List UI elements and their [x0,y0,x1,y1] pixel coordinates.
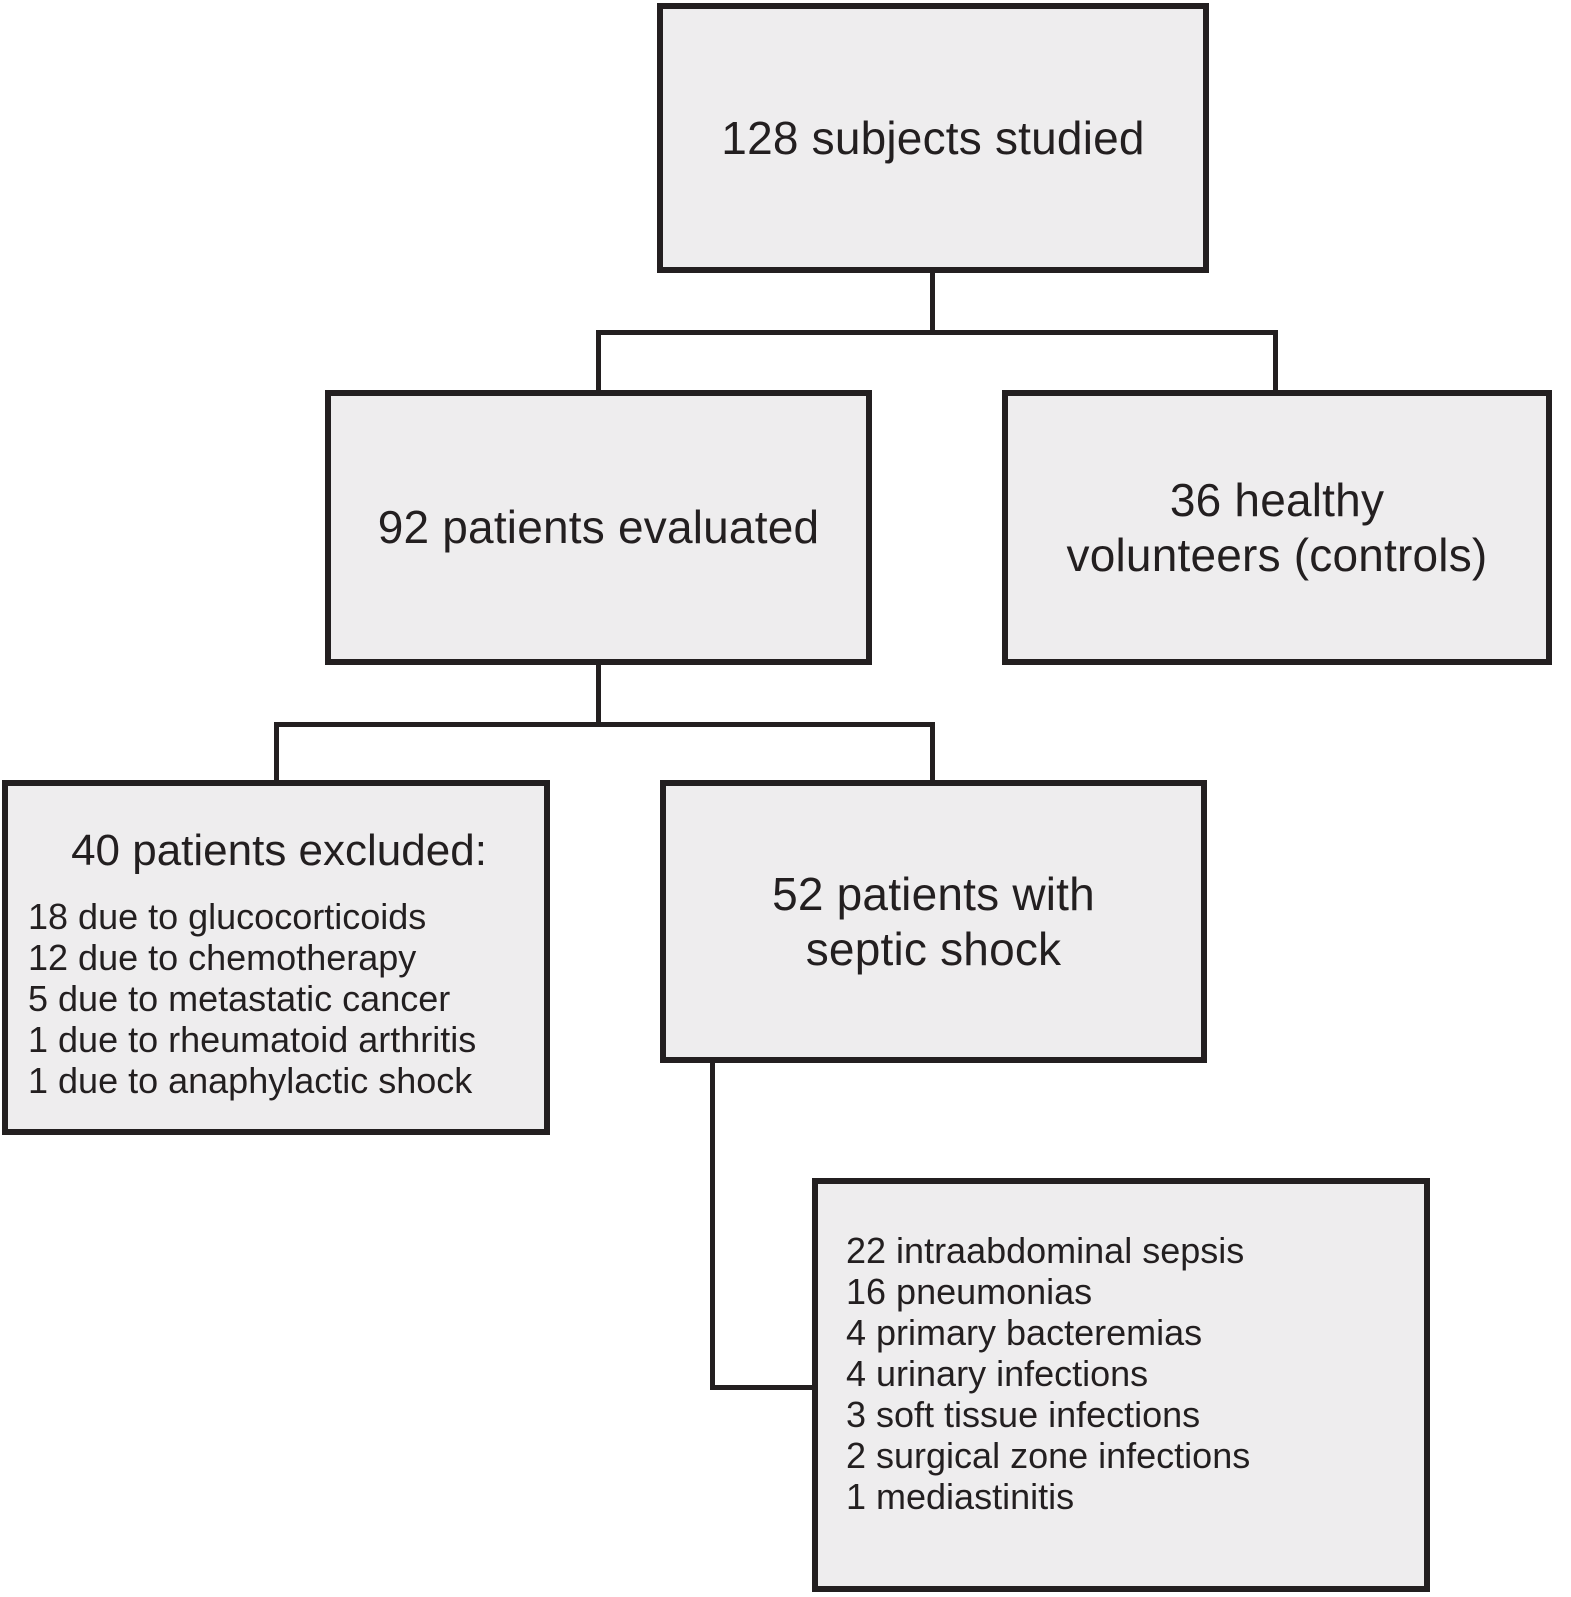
connector-drop-septic [930,722,935,782]
list-item: 12 due to chemotherapy [28,937,417,978]
connector-drop-evaluated [596,330,601,392]
connector-infections-elbow [710,1385,816,1390]
list-item: 1 due to rheumatoid arthritis [28,1019,477,1060]
list-item: 5 due to metastatic cancer [28,978,451,1019]
subjects-studied-label: 128 subjects studied [721,111,1145,164]
box-infection-sources: 22 intraabdominal sepsis 16 pneumonias 4… [812,1178,1430,1592]
healthy-volunteers-label: 36 healthy volunteers (controls) [1066,473,1488,581]
box-patients-evaluated: 92 patients evaluated [325,390,872,665]
connector-subjects-stem [930,271,935,332]
list-item: 1 mediastinitis [846,1476,1075,1517]
connector-drop-controls [1273,330,1278,392]
patients-excluded-title: 40 patients excluded: [71,826,487,875]
list-item: 2 surgical zone infections [846,1435,1251,1476]
list-item: 4 urinary infections [846,1353,1149,1394]
box-subjects-studied: 128 subjects studied [657,3,1209,273]
list-item: 1 due to anaphylactic shock [28,1060,473,1101]
patients-evaluated-label: 92 patients evaluated [377,501,820,553]
box-healthy-volunteers: 36 healthy volunteers (controls) [1002,390,1552,665]
list-item: 22 intraabdominal sepsis [846,1230,1245,1271]
septic-shock-label: 52 patients with septic shock [772,867,1095,975]
connector-mid-rail [274,722,935,727]
box-patients-excluded: 40 patients excluded: 18 due to glucocor… [2,780,550,1135]
connector-septic-stem [710,1061,715,1390]
list-item: 16 pneumonias [846,1271,1093,1312]
infection-sources-list: 22 intraabdominal sepsis 16 pneumonias 4… [846,1230,1414,1517]
excluded-reasons-list: 18 due to glucocorticoids 12 due to chem… [28,896,530,1101]
connector-evaluated-stem [596,663,601,724]
list-item: 3 soft tissue infections [846,1394,1201,1435]
connector-drop-excluded [274,722,279,782]
list-item: 18 due to glucocorticoids [28,896,427,937]
connector-top-rail [596,330,1278,335]
list-item: 4 primary bacteremias [846,1312,1203,1353]
box-septic-shock: 52 patients with septic shock [660,780,1207,1063]
